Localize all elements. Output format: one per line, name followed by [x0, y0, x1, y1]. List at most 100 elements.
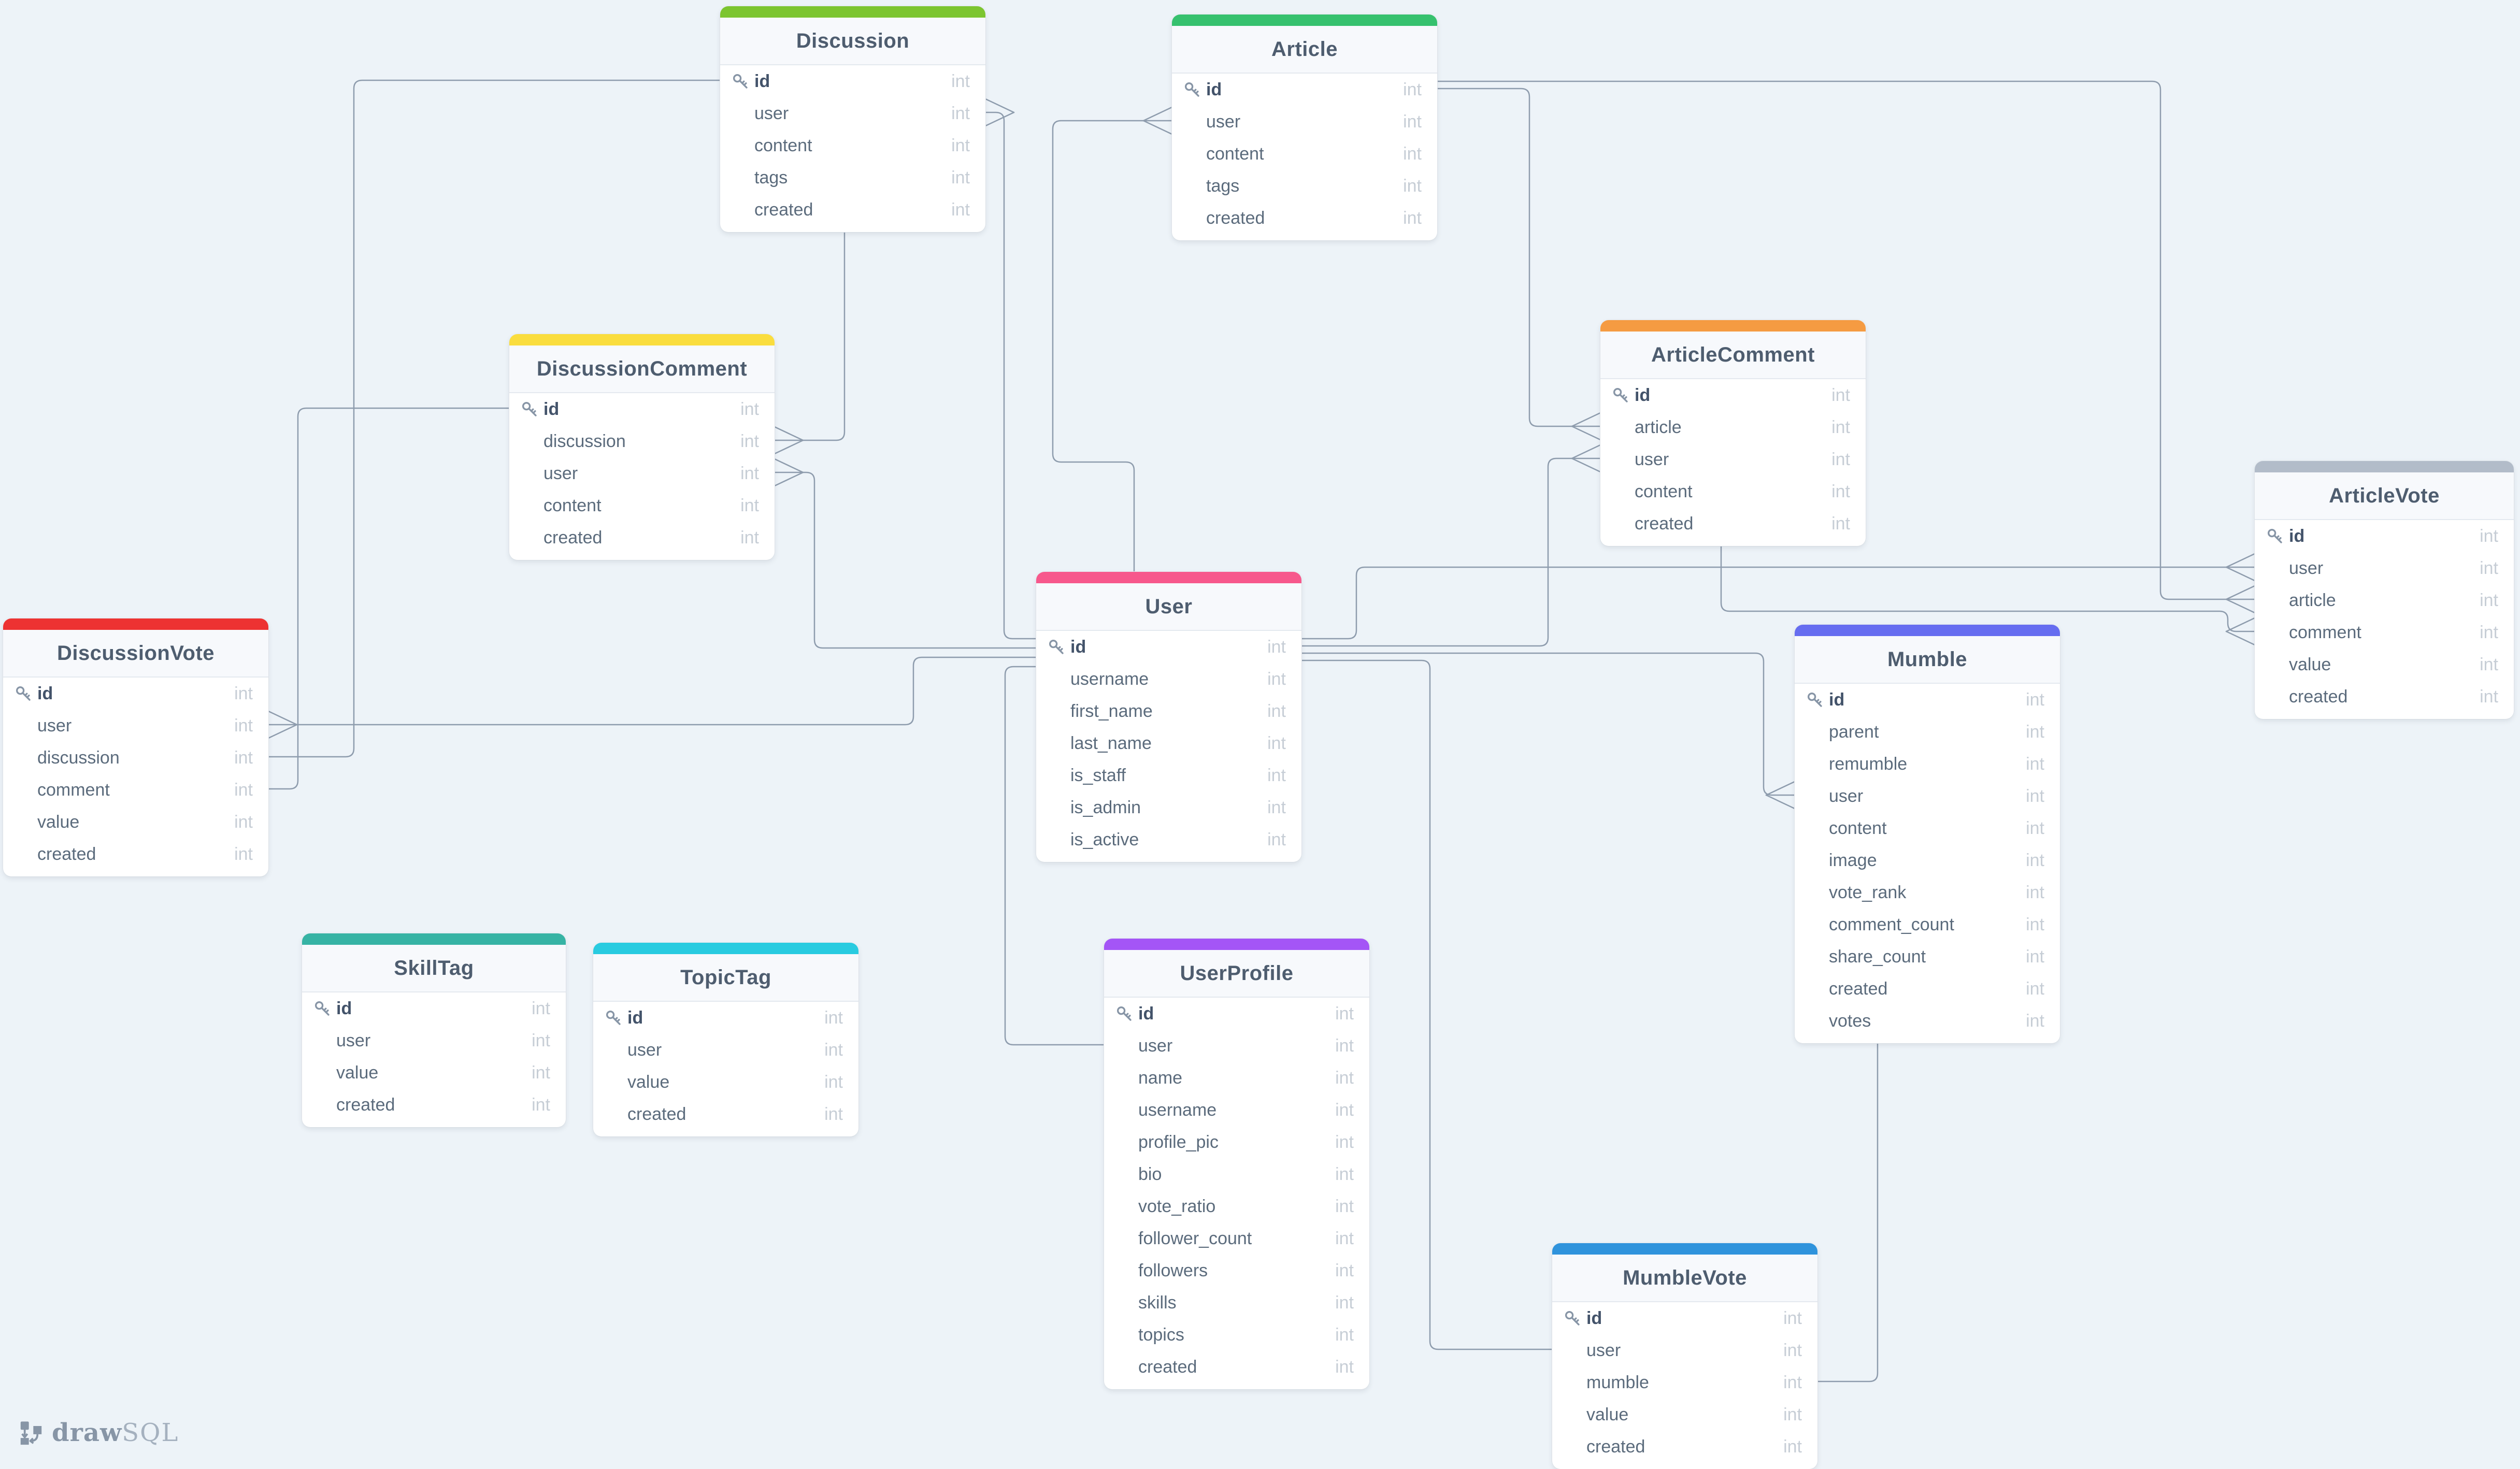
- table-row[interactable]: id int: [1600, 379, 1866, 411]
- table-row[interactable]: share_count int: [1795, 941, 2060, 973]
- table-row[interactable]: created int: [509, 522, 775, 554]
- table-row[interactable]: remumble int: [1795, 748, 2060, 780]
- table-row[interactable]: discussion int: [3, 742, 268, 774]
- table-row[interactable]: skills int: [1104, 1287, 1369, 1319]
- table-row[interactable]: id int: [302, 992, 566, 1025]
- table-row[interactable]: value int: [2255, 649, 2514, 681]
- table-row[interactable]: created int: [1795, 973, 2060, 1005]
- table-card-userprofile[interactable]: UserProfile id int: [1104, 939, 1369, 1389]
- table-card-articlecomment[interactable]: ArticleComment id int: [1600, 320, 1866, 546]
- table-row[interactable]: id int: [1036, 631, 1301, 663]
- table-row[interactable]: value int: [3, 806, 268, 838]
- table-row[interactable]: bio int: [1104, 1158, 1369, 1190]
- table-card-mumble[interactable]: Mumble id int pare: [1795, 625, 2060, 1043]
- table-card-discussionvote[interactable]: DiscussionVote id int: [3, 618, 268, 876]
- table-card-user[interactable]: User id int userna: [1036, 572, 1301, 862]
- table-row[interactable]: comment_count int: [1795, 909, 2060, 941]
- table-row[interactable]: id int: [3, 678, 268, 710]
- table-row[interactable]: user int: [593, 1034, 858, 1066]
- table-row[interactable]: id int: [2255, 520, 2514, 552]
- table-row[interactable]: followers int: [1104, 1255, 1369, 1287]
- table-row[interactable]: follower_count int: [1104, 1222, 1369, 1255]
- table-row[interactable]: user int: [302, 1025, 566, 1057]
- field-name: followers: [1138, 1260, 1208, 1280]
- table-row[interactable]: created int: [2255, 681, 2514, 713]
- table-row[interactable]: created int: [593, 1098, 858, 1130]
- table-row[interactable]: content int: [1172, 138, 1437, 170]
- table-row[interactable]: comment int: [2255, 616, 2514, 649]
- table-row[interactable]: name int: [1104, 1062, 1369, 1094]
- table-row[interactable]: user int: [1600, 443, 1866, 476]
- table-row[interactable]: created int: [302, 1089, 566, 1121]
- table-row[interactable]: image int: [1795, 844, 2060, 876]
- table-card-topictag[interactable]: TopicTag id int us: [593, 943, 858, 1136]
- table-row[interactable]: value int: [302, 1057, 566, 1089]
- table-row[interactable]: created int: [1552, 1431, 1817, 1463]
- table-row[interactable]: id int: [593, 1002, 858, 1034]
- table-row[interactable]: created int: [3, 838, 268, 870]
- table-card-article[interactable]: Article id int use: [1172, 15, 1437, 240]
- table-row[interactable]: created int: [1104, 1351, 1369, 1383]
- table-row[interactable]: created int: [1600, 508, 1866, 540]
- table-row[interactable]: user int: [1104, 1030, 1369, 1062]
- table-row[interactable]: id int: [1552, 1302, 1817, 1334]
- relationship-line: [1142, 106, 1173, 122]
- table-row[interactable]: first_name int: [1036, 695, 1301, 727]
- table-row[interactable]: last_name int: [1036, 727, 1301, 759]
- table-title: SkillTag: [302, 945, 566, 992]
- table-card-mumblevote[interactable]: MumbleVote id int: [1552, 1243, 1817, 1469]
- table-row[interactable]: user int: [2255, 552, 2514, 584]
- table-row[interactable]: content int: [1600, 476, 1866, 508]
- table-row[interactable]: user int: [3, 710, 268, 742]
- table-row[interactable]: is_admin int: [1036, 791, 1301, 824]
- table-row[interactable]: user int: [509, 457, 775, 489]
- table-row[interactable]: parent int: [1795, 716, 2060, 748]
- table-row[interactable]: user int: [1795, 780, 2060, 812]
- table-row[interactable]: id int: [720, 65, 985, 97]
- table-row[interactable]: id int: [509, 393, 775, 425]
- table-row[interactable]: is_active int: [1036, 824, 1301, 856]
- table-row[interactable]: vote_ratio int: [1104, 1190, 1369, 1222]
- table-row[interactable]: mumble int: [1552, 1366, 1817, 1399]
- table-row[interactable]: value int: [593, 1066, 858, 1098]
- table-fields: id int username int: [1036, 631, 1301, 862]
- table-card-articlevote[interactable]: ArticleVote id int: [2255, 461, 2514, 719]
- table-card-discussion[interactable]: Discussion id int: [720, 6, 985, 232]
- table-row[interactable]: content int: [1795, 812, 2060, 844]
- table-row[interactable]: value int: [1552, 1399, 1817, 1431]
- field-type: int: [532, 1062, 550, 1083]
- field-name: follower_count: [1138, 1228, 1252, 1248]
- table-row[interactable]: user int: [1172, 106, 1437, 138]
- table-row[interactable]: tags int: [1172, 170, 1437, 202]
- table-row[interactable]: tags int: [720, 162, 985, 194]
- table-card-discussioncomment[interactable]: DiscussionComment id int: [509, 334, 775, 560]
- table-row[interactable]: profile_pic int: [1104, 1126, 1369, 1158]
- relationship-line: [1300, 566, 2256, 640]
- table-row[interactable]: user int: [1552, 1334, 1817, 1366]
- field-name: user: [1206, 111, 1241, 132]
- table-row[interactable]: content int: [720, 129, 985, 162]
- table-row[interactable]: id int: [1172, 74, 1437, 106]
- table-row[interactable]: article int: [2255, 584, 2514, 616]
- table-row[interactable]: id int: [1104, 998, 1369, 1030]
- table-row[interactable]: created int: [1172, 202, 1437, 234]
- field-name: user: [1138, 1035, 1173, 1056]
- table-row[interactable]: username int: [1036, 663, 1301, 695]
- table-row[interactable]: comment int: [3, 774, 268, 806]
- table-row[interactable]: id int: [1795, 684, 2060, 716]
- table-row[interactable]: article int: [1600, 411, 1866, 443]
- table-row[interactable]: is_staff int: [1036, 759, 1301, 791]
- table-row[interactable]: topics int: [1104, 1319, 1369, 1351]
- field-name: tags: [754, 167, 788, 188]
- table-row[interactable]: created int: [720, 194, 985, 226]
- table-row[interactable]: content int: [509, 489, 775, 522]
- table-row[interactable]: username int: [1104, 1094, 1369, 1126]
- field-name: value: [2289, 654, 2331, 674]
- table-row[interactable]: user int: [720, 97, 985, 129]
- table-row[interactable]: vote_rank int: [1795, 876, 2060, 909]
- relationship-line: [267, 724, 298, 739]
- table-row[interactable]: discussion int: [509, 425, 775, 457]
- table-card-skilltag[interactable]: SkillTag id int us: [302, 933, 566, 1127]
- table-row[interactable]: votes int: [1795, 1005, 2060, 1037]
